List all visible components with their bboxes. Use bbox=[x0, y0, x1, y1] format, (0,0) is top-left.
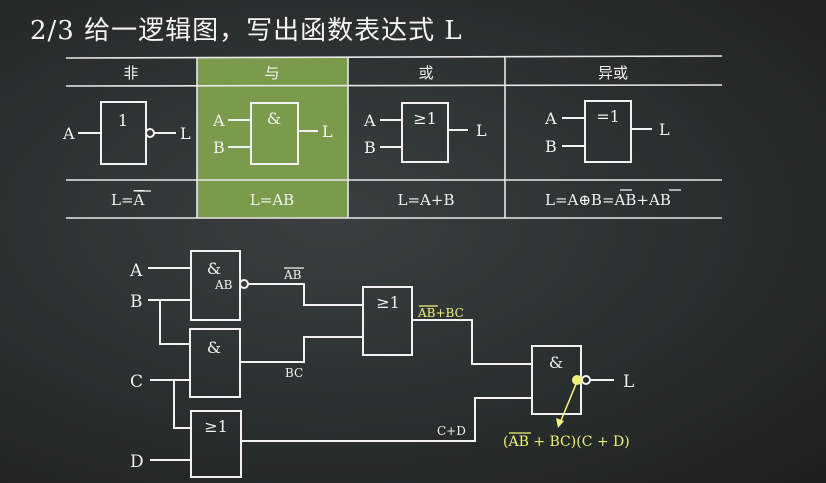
header-or: 或 bbox=[418, 64, 433, 82]
g1-inversion-bubble bbox=[239, 279, 249, 289]
xor-input-b: B bbox=[545, 137, 557, 156]
and-column-highlight bbox=[197, 58, 348, 218]
table-grid-lines bbox=[65, 55, 723, 219]
and-gate-label: & bbox=[267, 109, 281, 128]
circuit-input-a: A bbox=[129, 261, 143, 281]
header-not: 非 bbox=[123, 64, 138, 82]
annotation-arrow bbox=[559, 383, 577, 424]
slide-title: 2/3 给一逻辑图，写出函数表达式 L bbox=[30, 16, 463, 46]
circuit-input-d: D bbox=[130, 452, 144, 472]
circuit-input-b: B bbox=[130, 292, 143, 312]
formula-or: L=A+B bbox=[398, 191, 455, 209]
and-input-b: B bbox=[213, 138, 225, 157]
xor-output-l: L bbox=[659, 120, 670, 139]
xor-input-a: A bbox=[544, 109, 557, 128]
or-input-b: B bbox=[364, 138, 376, 157]
g1-inner-ab: AB bbox=[214, 278, 233, 292]
formula-and: L=AB bbox=[250, 191, 294, 209]
wire-label-bc: BC bbox=[285, 366, 303, 380]
formula-not: L=A bbox=[111, 191, 145, 209]
not-gate-label: 1 bbox=[118, 111, 128, 130]
circuit-labels: A B C D & AB & ≥1 ≥1 & AB BC C+D AB+BC L… bbox=[129, 259, 634, 472]
annotation-dot bbox=[572, 375, 582, 385]
g5-symbol: & bbox=[549, 353, 563, 372]
g4-symbol: ≥1 bbox=[376, 293, 400, 312]
header-xor: 异或 bbox=[598, 64, 628, 82]
internal-wires bbox=[240, 283, 614, 442]
circuit-output-l: L bbox=[623, 372, 634, 392]
annotation-arrowhead bbox=[556, 418, 564, 428]
or-gate-label: ≥1 bbox=[413, 109, 437, 128]
g3-symbol: ≥1 bbox=[204, 417, 228, 436]
not-gate-symbol: 1 A L bbox=[62, 101, 191, 165]
or-gate-symbol: ≥1 A B L bbox=[363, 102, 487, 163]
wire-label-not-ab: AB bbox=[283, 268, 302, 282]
xor-gate-symbol: =1 A B L bbox=[544, 100, 670, 163]
wire-label-sum: AB+BC bbox=[417, 306, 464, 320]
or-output-l: L bbox=[476, 121, 487, 140]
not-output-l: L bbox=[180, 124, 191, 143]
g2-symbol: & bbox=[207, 338, 221, 357]
formula-xor: L=A⊕B=AB+AB bbox=[545, 191, 671, 209]
or-input-a: A bbox=[363, 111, 376, 130]
not-input-a: A bbox=[62, 124, 75, 143]
circuit-input-c: C bbox=[130, 372, 143, 392]
gate-g3-or bbox=[190, 410, 242, 478]
g1-symbol: & bbox=[207, 259, 221, 278]
xor-gate-label: =1 bbox=[596, 107, 620, 126]
inversion-bubble bbox=[145, 128, 155, 138]
and-gate-symbol: & A B L bbox=[212, 102, 333, 165]
wire-label-c-plus-d: C+D bbox=[437, 424, 466, 438]
g5-inversion-bubble bbox=[581, 375, 591, 385]
input-wires bbox=[148, 267, 191, 461]
header-and: 与 bbox=[264, 64, 279, 82]
and-input-a: A bbox=[212, 111, 225, 130]
and-output-l: L bbox=[322, 122, 333, 141]
final-expression: (AB + BC)(C + D) bbox=[503, 434, 630, 450]
logic-circuit bbox=[148, 250, 614, 478]
gate-reference-table: 非 与 或 异或 1 A L & A B L ≥1 bbox=[62, 55, 723, 219]
